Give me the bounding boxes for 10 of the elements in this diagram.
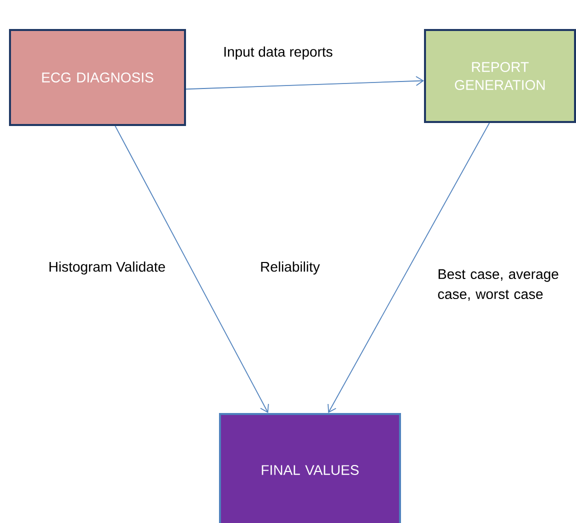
- note-text: Reliability: [261, 261, 320, 275]
- edge-label: Input data reports: [224, 46, 332, 60]
- arrow: [114, 126, 269, 413]
- edge-label: Best case, average case, worst case: [438, 269, 558, 301]
- edge-label: Histogram Validate: [50, 261, 165, 275]
- arrow: [186, 76, 424, 90]
- arrow: [328, 122, 490, 413]
- process-box: REPORT GENERATION: [424, 29, 576, 123]
- process-box: FINAL VALUES: [219, 413, 401, 523]
- process-box: ECG DIAGNOSIS: [9, 29, 186, 126]
